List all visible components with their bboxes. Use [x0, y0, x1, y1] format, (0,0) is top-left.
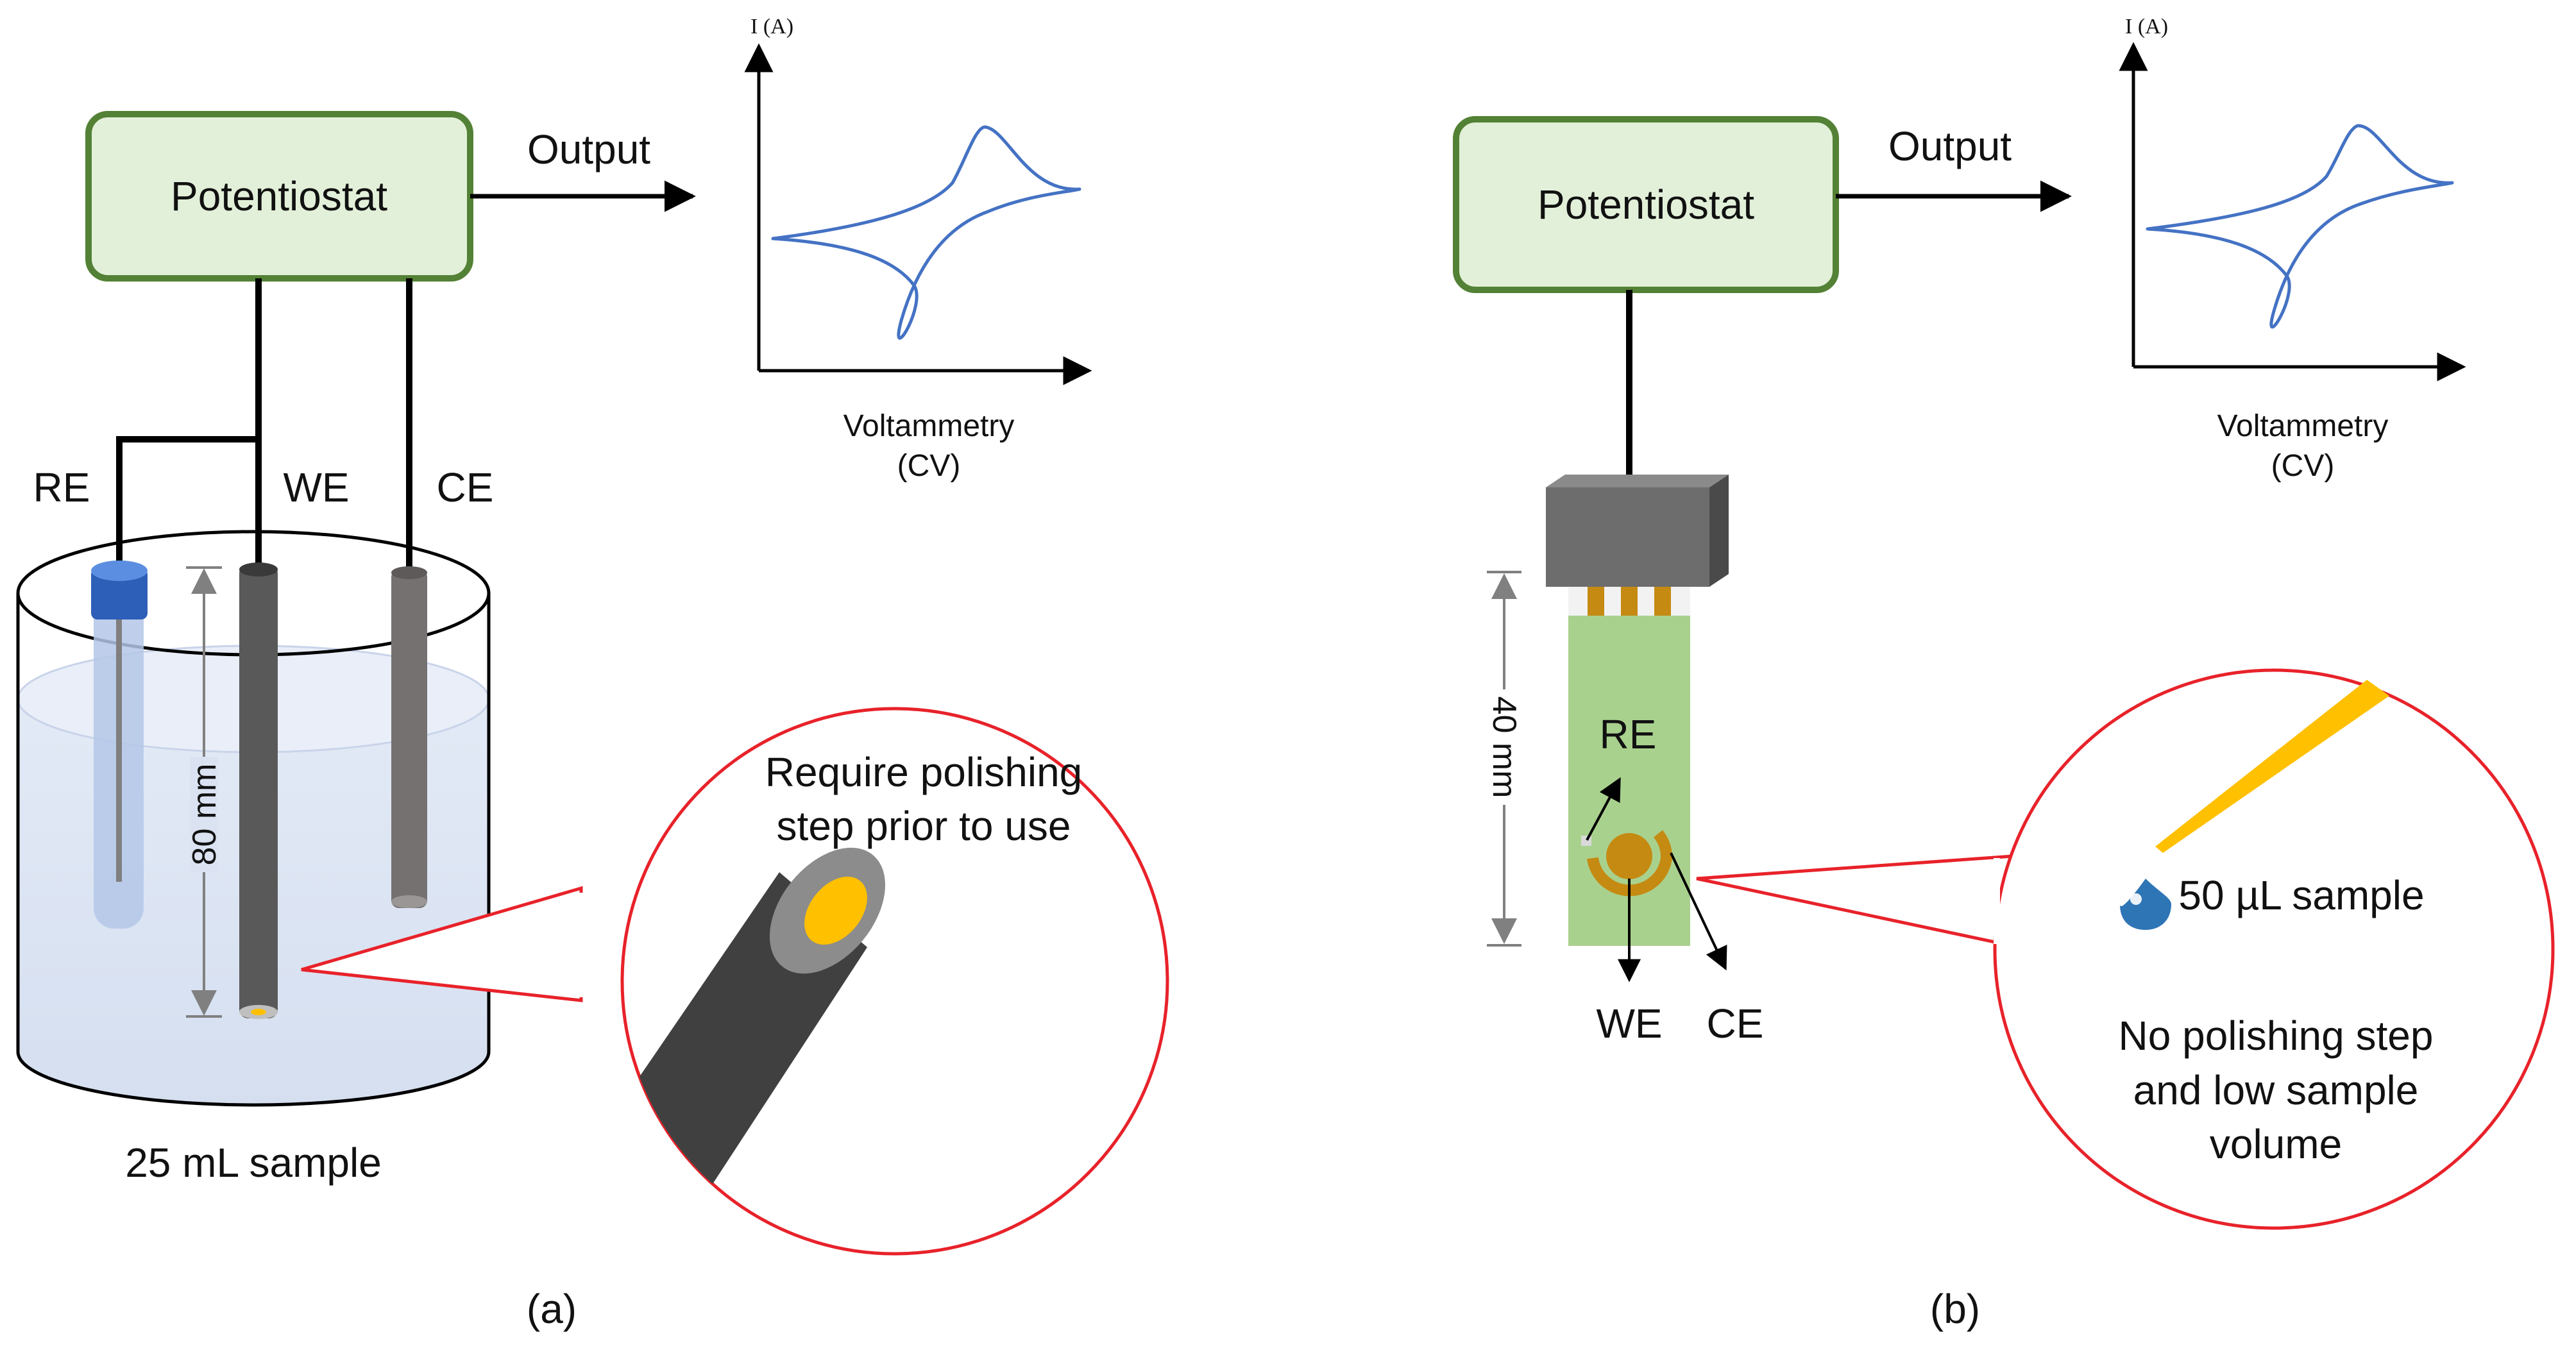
ce-pointer-b	[1670, 852, 1727, 971]
callout-text-a-line2: step prior to use	[777, 803, 1071, 849]
panel-a: Potentiostat Output RE WE CE	[16, 15, 1169, 1332]
sample-volume-label-a: 25 mL sample	[125, 1140, 382, 1186]
pipette-tip-icon	[2155, 680, 2389, 853]
cv-graph-a: I (A) Voltammetry (CV)	[744, 15, 1092, 483]
callout-text-b-line3: volume	[2210, 1121, 2342, 1167]
re-pointer-b	[1586, 777, 1621, 841]
re-label-b: RE	[1600, 711, 1657, 757]
dimension-label-a: 80 mm	[186, 764, 223, 866]
cv-curve-b	[2146, 124, 2454, 329]
y-axis-label-b: I (A)	[2125, 15, 2168, 38]
droplet-icon	[2120, 879, 2171, 930]
callout-text-a-line1: Require polishing	[765, 749, 1083, 795]
zoom-callout-b: 50 µL sample No polishing step and low s…	[1696, 668, 2555, 1230]
ce-label-a: CE	[437, 464, 494, 510]
output-label-b: Output	[1888, 123, 2012, 169]
cv-graph-b: I (A) Voltammetry (CV)	[2119, 15, 2466, 483]
re-label-a: RE	[33, 464, 90, 510]
zoom-callout-a: Require polishing step prior to use	[301, 707, 1169, 1256]
panel-caption-a: (a)	[527, 1286, 577, 1332]
dimension-40mm: 40 mm	[1486, 571, 1523, 947]
working-electrode-a	[239, 562, 278, 1019]
callout-text-b-line2: and low sample	[2133, 1067, 2419, 1113]
potentiostat-label-b: Potentiostat	[1538, 181, 1754, 228]
cv-curve-a	[771, 125, 1081, 340]
dimension-label-b: 40 mm	[1486, 696, 1523, 798]
strip-connector-b	[1546, 475, 1729, 587]
x-axis-label-a-line1: Voltammetry	[843, 409, 1015, 443]
dimension-80mm: 80 mm	[186, 566, 223, 1018]
potentiostat-box-a: Potentiostat	[85, 111, 473, 282]
ce-label-b: CE	[1707, 1000, 1764, 1047]
output-label-a: Output	[527, 126, 650, 173]
reference-electrode-a	[91, 560, 148, 929]
sample-volume-label-b: 50 µL sample	[2178, 872, 2424, 918]
we-label-b: WE	[1596, 1000, 1662, 1047]
y-axis-label-a: I (A)	[750, 15, 793, 38]
x-axis-label-b-line2: (CV)	[2271, 449, 2335, 483]
counter-electrode-arc-b	[1587, 830, 1672, 897]
we-label-a: WE	[283, 464, 349, 510]
potentiostat-box-b: Potentiostat	[1453, 116, 1839, 293]
panel-b: Potentiostat Output	[1453, 15, 2555, 1332]
potentiostat-label-a: Potentiostat	[171, 173, 387, 219]
electrode-wires-a	[116, 278, 412, 571]
x-axis-label-b-line1: Voltammetry	[2217, 409, 2389, 443]
working-electrode-disk-b	[1606, 833, 1652, 879]
counter-electrode-a	[391, 566, 427, 908]
panel-caption-b: (b)	[1930, 1286, 1980, 1332]
callout-text-b-line1: No polishing step	[2119, 1013, 2434, 1059]
x-axis-label-a-line2: (CV)	[897, 449, 961, 483]
